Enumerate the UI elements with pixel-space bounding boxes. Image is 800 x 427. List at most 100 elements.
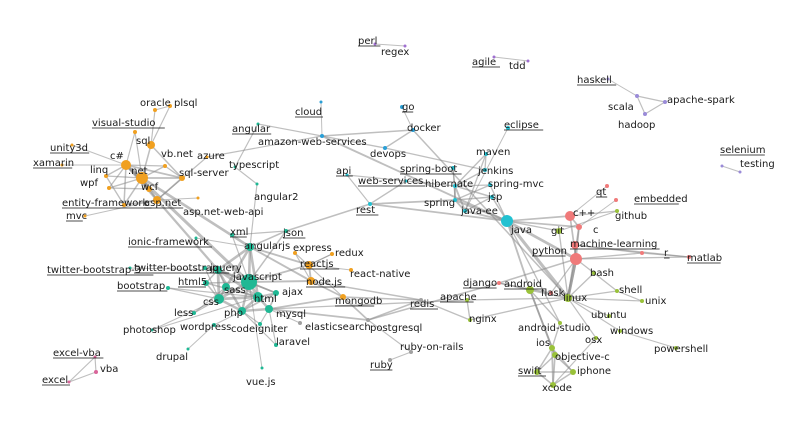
node-xamarin[interactable] bbox=[60, 163, 64, 167]
node-perl[interactable] bbox=[373, 42, 377, 46]
node-jquery[interactable] bbox=[214, 266, 222, 274]
node-mvc[interactable] bbox=[83, 214, 87, 218]
node-c[interactable] bbox=[576, 224, 582, 230]
node-amazon-web-services[interactable] bbox=[320, 134, 324, 138]
node-drupal[interactable] bbox=[186, 347, 190, 351]
node-typescript[interactable] bbox=[233, 165, 237, 169]
node-linux[interactable] bbox=[564, 294, 572, 302]
node-flask[interactable] bbox=[549, 291, 553, 295]
node-regex[interactable] bbox=[403, 44, 407, 48]
node-iphone[interactable] bbox=[570, 369, 576, 375]
node-mysql[interactable] bbox=[265, 305, 273, 313]
node-angularjs[interactable] bbox=[246, 243, 254, 251]
node-objective-c[interactable] bbox=[552, 352, 558, 358]
node-selenium[interactable] bbox=[720, 164, 724, 168]
node-redux[interactable] bbox=[330, 252, 334, 256]
node-express[interactable] bbox=[293, 251, 297, 255]
node-laravel[interactable] bbox=[274, 343, 278, 347]
node-xcode[interactable] bbox=[550, 382, 556, 388]
node-redis[interactable] bbox=[419, 298, 423, 302]
node-unity3d[interactable] bbox=[70, 143, 74, 147]
node-cpp[interactable] bbox=[565, 211, 575, 221]
node-wpf[interactable] bbox=[107, 186, 111, 190]
node-ruby[interactable] bbox=[388, 358, 392, 362]
node-elasticsearch[interactable] bbox=[298, 321, 302, 325]
node-apache-spark[interactable] bbox=[663, 100, 667, 104]
node-nginx[interactable] bbox=[468, 318, 472, 322]
node-java-ee[interactable] bbox=[463, 209, 467, 213]
node-net[interactable] bbox=[136, 172, 148, 184]
node-html[interactable] bbox=[253, 292, 263, 302]
node-javascript[interactable] bbox=[241, 274, 257, 290]
node-azure[interactable] bbox=[205, 155, 209, 159]
node-vb-net[interactable] bbox=[163, 164, 167, 168]
node-vba[interactable] bbox=[94, 370, 98, 374]
node-shell[interactable] bbox=[615, 289, 619, 293]
node-ios[interactable] bbox=[549, 345, 555, 351]
node-rest[interactable] bbox=[368, 202, 372, 206]
node-java[interactable] bbox=[501, 215, 513, 227]
node-entity-framework[interactable] bbox=[122, 203, 126, 207]
node-testing[interactable] bbox=[738, 170, 742, 174]
node-php[interactable] bbox=[238, 307, 246, 315]
node-unix[interactable] bbox=[640, 299, 644, 303]
node-visual-studio[interactable] bbox=[133, 130, 137, 134]
node-twitter-bootstrap-3[interactable] bbox=[128, 266, 132, 270]
node-powershell[interactable] bbox=[674, 346, 678, 350]
node-ajax[interactable] bbox=[273, 290, 279, 296]
node-osx[interactable] bbox=[594, 336, 598, 340]
node-python[interactable] bbox=[570, 253, 582, 265]
node-wcf[interactable] bbox=[146, 186, 152, 192]
node-twitter-bootstrap[interactable] bbox=[203, 266, 207, 270]
node-hadoop[interactable] bbox=[643, 112, 647, 116]
node-eclipse[interactable] bbox=[506, 126, 510, 130]
node-reactjs[interactable] bbox=[305, 261, 313, 269]
node-wordpress[interactable] bbox=[212, 323, 216, 327]
node-xml[interactable] bbox=[230, 233, 234, 237]
node-devops[interactable] bbox=[383, 146, 387, 150]
node-swift[interactable] bbox=[534, 369, 540, 375]
node-ruby-on-rails[interactable] bbox=[409, 350, 413, 354]
node-windows[interactable] bbox=[618, 329, 622, 333]
node-git[interactable] bbox=[556, 228, 562, 234]
node-plsql[interactable] bbox=[168, 104, 172, 108]
node-machine-learning[interactable] bbox=[571, 241, 579, 249]
node-photoshop[interactable] bbox=[150, 328, 154, 332]
node-docker[interactable] bbox=[411, 128, 415, 132]
node-android-studio[interactable] bbox=[558, 321, 562, 325]
node-sql-server[interactable] bbox=[179, 175, 185, 181]
node-qt[interactable] bbox=[605, 184, 609, 188]
node-spring[interactable] bbox=[453, 198, 457, 202]
node-spring-boot[interactable] bbox=[451, 166, 455, 170]
node-go[interactable] bbox=[400, 105, 404, 109]
node-asp-net-web-api[interactable] bbox=[196, 196, 200, 200]
node-android[interactable] bbox=[526, 286, 534, 294]
node-matlab[interactable] bbox=[687, 255, 691, 259]
node-node-js[interactable] bbox=[307, 277, 315, 285]
node-json[interactable] bbox=[284, 229, 288, 233]
node-angular[interactable] bbox=[256, 122, 260, 126]
node-ubuntu[interactable] bbox=[607, 314, 611, 318]
node-sql[interactable] bbox=[147, 141, 155, 149]
node-embedded[interactable] bbox=[614, 198, 618, 202]
node-linq[interactable] bbox=[104, 174, 108, 178]
node-less[interactable] bbox=[192, 311, 196, 315]
node-csharp[interactable] bbox=[121, 160, 131, 170]
node-vue-js[interactable] bbox=[260, 366, 264, 370]
node-asp-net[interactable] bbox=[153, 196, 161, 204]
node-tdd[interactable] bbox=[526, 59, 530, 63]
node-web-services[interactable] bbox=[404, 179, 408, 183]
node-jenkins[interactable] bbox=[483, 168, 487, 172]
node-html5[interactable] bbox=[203, 280, 209, 286]
node-bootstrap[interactable] bbox=[166, 286, 170, 290]
node-hibernate[interactable] bbox=[453, 184, 457, 188]
node-css[interactable] bbox=[214, 294, 224, 304]
node-apache[interactable] bbox=[465, 298, 469, 302]
node-agile[interactable] bbox=[492, 55, 496, 59]
node-postgresql[interactable] bbox=[366, 318, 370, 322]
node-angular2[interactable] bbox=[255, 182, 259, 186]
node-haskell[interactable] bbox=[606, 77, 610, 81]
node-oracle[interactable] bbox=[153, 108, 157, 112]
node-bash[interactable] bbox=[592, 271, 596, 275]
node-maven[interactable] bbox=[484, 152, 488, 156]
